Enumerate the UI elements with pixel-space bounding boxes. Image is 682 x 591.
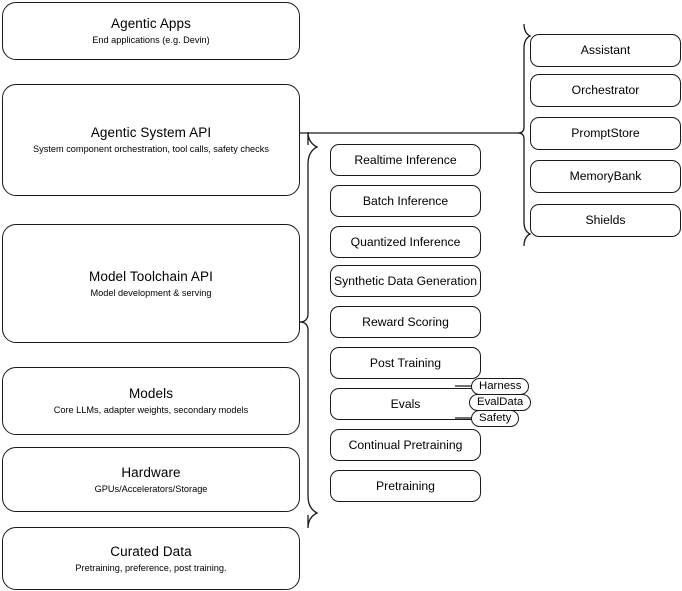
toolchain-item-label: Synthetic Data Generation (334, 273, 477, 288)
layer-subtitle: End applications (e.g. Devin) (92, 35, 210, 45)
eval-badge-label: Safety (479, 412, 512, 424)
layer-title: Model Toolchain API (89, 268, 213, 284)
layer-title: Agentic Apps (110, 16, 191, 31)
system-item-promptstore[interactable]: PromptStore (530, 117, 681, 150)
middle-brace-upper (299, 131, 319, 323)
layer-agentic-system-api[interactable]: Agentic System API System component orch… (2, 84, 300, 196)
toolchain-item-batch-inference[interactable]: Batch Inference (330, 185, 481, 217)
toolchain-item-label: Reward Scoring (362, 314, 449, 329)
layer-title: Curated Data (110, 543, 192, 559)
layer-model-toolchain-api[interactable]: Model Toolchain API Model development & … (2, 224, 300, 343)
layer-subtitle: Pretraining, preference, post training. (75, 562, 227, 573)
layer-subtitle: System component orchestration, tool cal… (33, 144, 269, 154)
toolchain-item-pretraining[interactable]: Pretraining (330, 470, 481, 502)
layer-curated-data[interactable]: Curated Data Pretraining, preference, po… (2, 527, 300, 590)
system-item-label: Shields (585, 213, 626, 227)
toolchain-item-synthetic-data-generation[interactable]: Synthetic Data Generation (330, 265, 481, 297)
system-item-label: Orchestrator (571, 83, 640, 97)
right-brace-upper (517, 23, 532, 134)
eval-badge-harness[interactable]: Harness (471, 378, 530, 395)
toolchain-item-label: Batch Inference (362, 193, 449, 208)
eval-badge-evaldata[interactable]: EvalData (469, 394, 532, 411)
toolchain-item-label: Realtime Inference (354, 152, 457, 167)
system-item-label: Assistant (580, 43, 631, 57)
eval-badge-label: EvalData (477, 396, 524, 408)
toolchain-item-quantized-inference[interactable]: Quantized Inference (330, 226, 481, 258)
toolchain-item-evals[interactable]: Evals (330, 388, 481, 420)
system-item-assistant[interactable]: Assistant (530, 34, 681, 67)
system-item-shields[interactable]: Shields (530, 204, 681, 237)
system-item-memorybank[interactable]: MemoryBank (530, 160, 681, 193)
system-item-label: MemoryBank (569, 169, 642, 183)
layer-title: Models (128, 386, 174, 401)
toolchain-item-post-training[interactable]: Post Training (330, 347, 481, 379)
eval-badge-label: Harness (479, 380, 522, 392)
system-item-label: PromptStore (571, 126, 640, 140)
right-brace-lower (517, 132, 532, 247)
layer-subtitle: Core LLMs, adapter weights, secondary mo… (53, 405, 249, 415)
layer-hardware[interactable]: Hardware GPUs/Accelerators/Storage (2, 447, 300, 512)
toolchain-item-label: Pretraining (376, 478, 435, 493)
layer-models[interactable]: Models Core LLMs, adapter weights, secon… (2, 367, 300, 435)
toolchain-item-label: Evals (390, 396, 421, 411)
toolchain-item-reward-scoring[interactable]: Reward Scoring (330, 306, 481, 338)
layer-title: Hardware (121, 464, 181, 480)
layer-agentic-apps[interactable]: Agentic Apps End applications (e.g. Devi… (2, 2, 300, 60)
toolchain-item-realtime-inference[interactable]: Realtime Inference (330, 144, 481, 176)
layer-subtitle: Model development & serving (90, 287, 212, 298)
toolchain-item-continual-pretraining[interactable]: Continual Pretraining (330, 429, 481, 461)
eval-badge-safety[interactable]: Safety (471, 410, 520, 427)
system-item-orchestrator[interactable]: Orchestrator (530, 74, 681, 107)
middle-brace-lower (299, 321, 319, 529)
toolchain-item-label: Post Training (369, 355, 442, 370)
layer-title: Agentic System API (90, 125, 212, 140)
toolchain-item-label: Continual Pretraining (348, 437, 463, 452)
layer-subtitle: GPUs/Accelerators/Storage (94, 483, 208, 494)
toolchain-item-label: Quantized Inference (350, 234, 461, 249)
